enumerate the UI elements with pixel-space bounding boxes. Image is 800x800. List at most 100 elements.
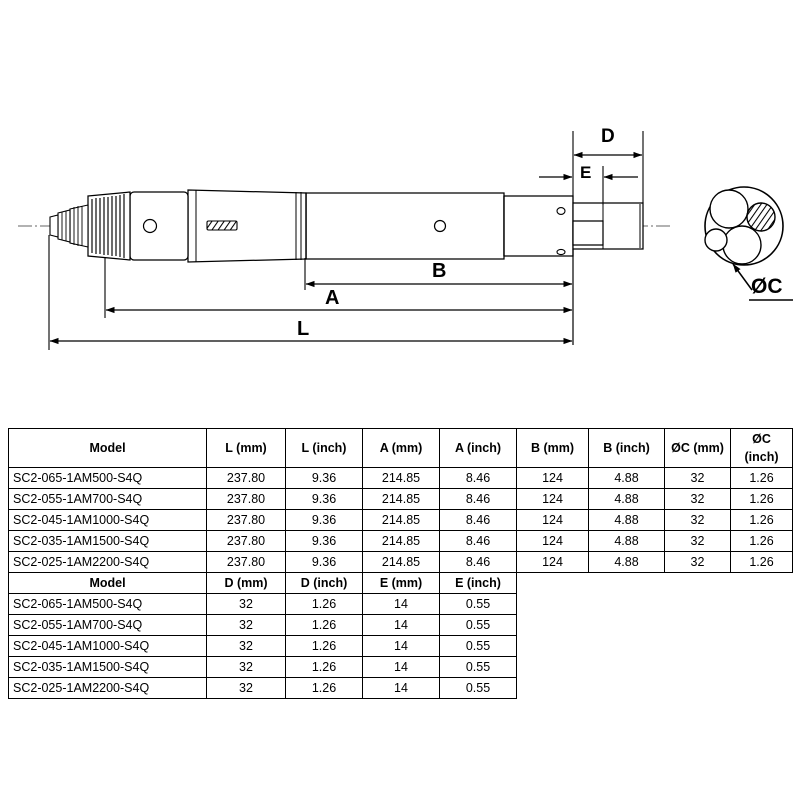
cell-b-mm: 124 [516, 467, 589, 489]
rear-spindle [572, 202, 644, 250]
cell-d-mm: 32 [206, 635, 286, 657]
col-header-l-inch: L (inch) [285, 428, 363, 468]
col-header-c-mm: ØC (mm) [664, 428, 731, 468]
cell-e-mm: 14 [362, 677, 440, 699]
cell-c-inch: 1.26 [730, 488, 793, 510]
col-header-a-inch: A (inch) [439, 428, 517, 468]
cell-model: SC2-045-1AM1000-S4Q [8, 509, 207, 531]
cell-l-mm: 237.80 [206, 488, 286, 510]
cell-b-inch: 4.88 [588, 530, 665, 552]
cell-a-inch: 8.46 [439, 551, 517, 573]
cell-a-mm: 214.85 [362, 467, 440, 489]
cell-b-inch: 4.88 [588, 551, 665, 573]
cell-a-inch: 8.46 [439, 467, 517, 489]
cell-c-inch: 1.26 [730, 551, 793, 573]
cell-l-mm: 237.80 [206, 530, 286, 552]
col-header-b-inch: B (inch) [588, 428, 665, 468]
cell-a-inch: 8.46 [439, 488, 517, 510]
col-header-b-mm: B (mm) [516, 428, 589, 468]
spec-table-secondary: Model D (mm) D (inch) E (mm) E (inch) SC… [8, 572, 517, 699]
cell-l-inch: 9.36 [285, 551, 363, 573]
cell-e-mm: 14 [362, 635, 440, 657]
dimension-label-E: E [580, 163, 592, 182]
cell-b-inch: 4.88 [588, 509, 665, 531]
technical-drawing: D E B A L ØC [18, 126, 793, 350]
dimension-L [48, 235, 573, 350]
cell-b-mm: 124 [516, 488, 589, 510]
end-view-section [704, 186, 793, 301]
table-row: SC2-025-1AM2200-S4Q 237.80 9.36 214.85 8… [8, 551, 793, 573]
table-row: SC2-045-1AM1000-S4Q 237.80 9.36 214.85 8… [8, 509, 793, 531]
dimension-E [539, 166, 638, 205]
cell-model: SC2-025-1AM2200-S4Q [8, 677, 207, 699]
cell-model: SC2-025-1AM2200-S4Q [8, 551, 207, 573]
cell-d-inch: 1.26 [285, 635, 363, 657]
table-row: SC2-065-1AM500-S4Q 237.80 9.36 214.85 8.… [8, 467, 793, 489]
col-header-l-mm: L (mm) [206, 428, 286, 468]
table-row: SC2-055-1AM700-S4Q 32 1.26 14 0.55 [8, 614, 517, 636]
cell-l-inch: 9.36 [285, 467, 363, 489]
cell-l-mm: 237.80 [206, 509, 286, 531]
dimension-B [304, 249, 574, 345]
cell-model: SC2-035-1AM1500-S4Q [8, 656, 207, 678]
cell-a-inch: 8.46 [439, 530, 517, 552]
table-row: SC2-055-1AM700-S4Q 237.80 9.36 214.85 8.… [8, 488, 793, 510]
cell-a-mm: 214.85 [362, 551, 440, 573]
cell-e-mm: 14 [362, 614, 440, 636]
dimension-label-D: D [601, 126, 615, 147]
cell-d-mm: 32 [206, 593, 286, 615]
table-row: SC2-045-1AM1000-S4Q 32 1.26 14 0.55 [8, 635, 517, 657]
cell-d-mm: 32 [206, 677, 286, 699]
dimension-D [572, 131, 644, 203]
cell-c-inch: 1.26 [730, 467, 793, 489]
cell-c-mm: 32 [664, 530, 731, 552]
collet-grooves [61, 206, 83, 246]
cell-d-inch: 1.26 [285, 677, 363, 699]
table-row: SC2-065-1AM500-S4Q 32 1.26 14 0.55 [8, 593, 517, 615]
cell-e-inch: 0.55 [439, 677, 517, 699]
cell-e-mm: 14 [362, 593, 440, 615]
cell-c-mm: 32 [664, 551, 731, 573]
cell-model: SC2-065-1AM500-S4Q [8, 467, 207, 489]
col-header-model: Model [8, 428, 207, 468]
cell-d-inch: 1.26 [285, 656, 363, 678]
cell-a-mm: 214.85 [362, 509, 440, 531]
chuck-knurl-ribs [91, 194, 125, 258]
spec-table-primary: Model L (mm) L (inch) A (mm) A (inch) B … [8, 428, 793, 573]
dimension-label-diameter-C: ØC [751, 275, 783, 298]
cell-b-mm: 124 [516, 530, 589, 552]
cell-e-mm: 14 [362, 656, 440, 678]
table-header-row: Model D (mm) D (inch) E (mm) E (inch) [8, 572, 517, 594]
chuck-assembly [49, 191, 131, 261]
cell-d-mm: 32 [206, 656, 286, 678]
table-header-row: Model L (mm) L (inch) A (mm) A (inch) B … [8, 428, 793, 468]
cell-d-inch: 1.26 [285, 614, 363, 636]
cell-d-mm: 32 [206, 614, 286, 636]
cell-c-inch: 1.26 [730, 509, 793, 531]
cell-l-inch: 9.36 [285, 509, 363, 531]
cell-model: SC2-045-1AM1000-S4Q [8, 635, 207, 657]
table-row: SC2-035-1AM1500-S4Q 32 1.26 14 0.55 [8, 656, 517, 678]
dimension-A [104, 258, 573, 318]
cell-d-inch: 1.26 [285, 593, 363, 615]
cell-l-inch: 9.36 [285, 488, 363, 510]
cell-model: SC2-065-1AM500-S4Q [8, 593, 207, 615]
cell-e-inch: 0.55 [439, 635, 517, 657]
cell-model: SC2-035-1AM1500-S4Q [8, 530, 207, 552]
cell-b-mm: 124 [516, 551, 589, 573]
col-header-model: Model [8, 572, 207, 594]
specification-tables: Model L (mm) L (inch) A (mm) A (inch) B … [8, 428, 793, 699]
table-row: SC2-025-1AM2200-S4Q 32 1.26 14 0.55 [8, 677, 517, 699]
cell-model: SC2-055-1AM700-S4Q [8, 614, 207, 636]
cell-c-inch: 1.26 [730, 530, 793, 552]
col-header-d-mm: D (mm) [206, 572, 286, 594]
dimension-label-B: B [432, 260, 447, 282]
cell-c-mm: 32 [664, 509, 731, 531]
col-header-e-inch: E (inch) [439, 572, 517, 594]
col-header-a-mm: A (mm) [362, 428, 440, 468]
col-header-e-mm: E (mm) [362, 572, 440, 594]
cell-b-inch: 4.88 [588, 488, 665, 510]
drill-body [129, 189, 574, 263]
cell-c-mm: 32 [664, 488, 731, 510]
